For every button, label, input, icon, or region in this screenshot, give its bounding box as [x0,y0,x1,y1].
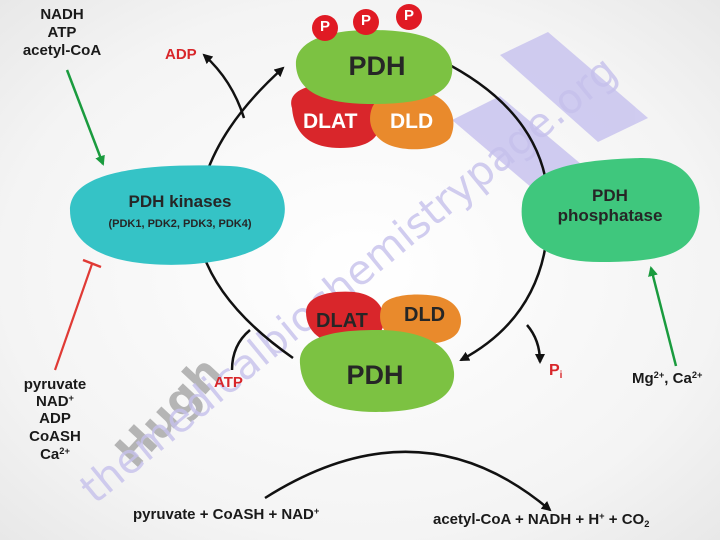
kinase-shape [70,165,285,265]
top-pdh-label: PDH [348,51,406,81]
inhibitor-pyruvate: pyruvate [23,376,87,393]
bottom-pdh-complex [299,291,462,412]
inhibitor-ca: Ca2+ [40,445,70,463]
top-dlat-label: DLAT [303,110,358,133]
phosphatase-label-line2: phosphatase [557,206,663,225]
top-dld-shape [370,91,454,150]
phosphate-label-2: P [360,12,371,29]
phosphate-badge-3 [396,4,422,30]
inhibitor-adp: ADP [39,410,71,427]
inhibitor-nad: NAD+ [36,392,74,410]
pi-release-arrow [526,324,545,364]
phosphatase-activation-arrow [648,266,678,367]
phosphatase-activators: Mg2+, Ca2+ [632,369,703,387]
kinase-inhibition-line [53,263,94,371]
adp-release-arrow [202,53,246,119]
activator-acetyl-coa: acetyl-CoA [22,42,102,59]
phosphate-badge-1 [312,15,338,41]
phosphatase-label-line1: PDH [592,186,628,205]
atp-label: ATP [214,374,243,391]
atp-entry-line [230,329,251,371]
bottom-dld-label: DLD [404,304,446,326]
kinase-activation-arrow [65,69,105,166]
reaction-products: acetyl-CoA + NADH + H+ + CO2 [433,510,650,529]
activator-atp: ATP [47,24,77,41]
phosphatase-shape [521,157,700,262]
reaction-arrow [264,450,552,512]
bottom-dlat-label: DLAT [316,310,368,332]
kinase-inhibition-bar [82,258,102,269]
top-dld-label: DLD [390,110,434,133]
top-pdh-complex [291,4,454,150]
bottom-pdh-shape [299,330,455,412]
phosphate-label-1: P [319,18,330,35]
inhibitor-coash: CoASH [29,428,81,445]
adp-label: ADP [165,46,197,63]
pi-label: Pi [549,362,563,381]
kinase-subtitle: (PDK1, PDK2, PDK3, PDK4) [108,218,252,230]
bottom-pdh-label: PDH [346,360,404,390]
reaction-substrates: pyruvate + CoASH + NAD+ [133,505,320,523]
phosphate-label-3: P [403,7,414,24]
kinase-title: PDH kinases [128,192,232,211]
bottom-dld-shape [380,294,462,344]
top-pdh-shape [295,30,453,104]
activator-nadh: NADH [40,6,84,23]
phosphate-badge-2 [353,9,379,35]
watermark-logo-shape [500,32,648,142]
